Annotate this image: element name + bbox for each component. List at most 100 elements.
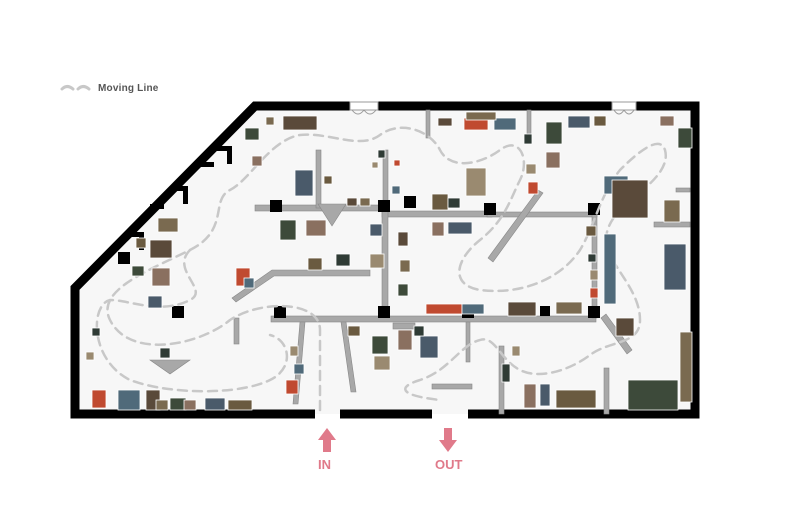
artwork-79 xyxy=(425,303,463,315)
artwork-30 xyxy=(117,389,141,411)
partition-right-upper xyxy=(486,211,598,218)
wall-top-left xyxy=(70,101,350,419)
artwork-11 xyxy=(346,197,358,207)
artwork-15 xyxy=(369,223,383,237)
artwork-41 xyxy=(397,231,409,247)
in-label: IN xyxy=(318,457,331,472)
artwork-63 xyxy=(677,127,693,149)
dashed-line-icon xyxy=(60,85,91,91)
partition-diagonal-left xyxy=(231,269,371,303)
artwork-27 xyxy=(91,327,101,337)
artwork-46 xyxy=(431,193,449,211)
partition-top-vertical-3 xyxy=(425,109,431,139)
artwork-38 xyxy=(289,345,299,357)
artwork-70 xyxy=(603,233,617,305)
artwork-39 xyxy=(285,379,299,395)
artwork-87 xyxy=(413,325,425,337)
artwork-66 xyxy=(585,225,597,237)
artwork-55 xyxy=(567,115,591,129)
outer-walls xyxy=(70,101,700,419)
artwork-37 xyxy=(159,347,171,359)
out-label: OUT xyxy=(435,457,463,472)
artwork-14 xyxy=(305,219,327,237)
entrance-arrow-in xyxy=(318,428,336,452)
artwork-78 xyxy=(511,345,521,357)
partition-room-stub xyxy=(392,322,416,330)
artwork-22 xyxy=(157,217,179,233)
partition-left-stub xyxy=(233,317,240,345)
artwork-75 xyxy=(539,383,551,407)
artwork-88 xyxy=(373,355,391,371)
partition-mid-diag xyxy=(487,189,544,263)
artwork-84 xyxy=(397,329,413,351)
artwork-57 xyxy=(523,133,533,145)
artwork-6 xyxy=(323,175,333,185)
moving-line-path-west xyxy=(95,248,289,393)
artwork-85 xyxy=(419,335,439,359)
artwork-35 xyxy=(204,397,226,411)
artworks xyxy=(85,111,693,411)
artwork-28 xyxy=(85,351,95,361)
artwork-65 xyxy=(663,243,687,291)
artwork-53 xyxy=(545,121,563,145)
artwork-2 xyxy=(265,116,275,126)
artwork-20 xyxy=(243,277,255,289)
artwork-74 xyxy=(523,383,537,409)
partition-top-vertical-1 xyxy=(315,149,322,209)
artwork-17 xyxy=(335,253,351,267)
artwork-5 xyxy=(294,169,314,197)
partition-right-stub-2 xyxy=(675,187,691,193)
artwork-72 xyxy=(679,331,693,403)
artwork-23 xyxy=(131,265,145,277)
artwork-26 xyxy=(135,237,147,249)
exit-arrow-out xyxy=(439,428,457,452)
artwork-18 xyxy=(369,253,385,269)
partition-top-vertical-2 xyxy=(382,149,389,209)
artwork-36 xyxy=(227,399,253,411)
partition-mid-horizontal xyxy=(381,210,493,218)
artwork-16 xyxy=(307,257,323,271)
artwork-76 xyxy=(555,389,597,409)
artwork-12 xyxy=(359,197,371,207)
artwork-29 xyxy=(91,389,107,409)
artwork-50 xyxy=(493,117,517,131)
artwork-61 xyxy=(611,179,649,219)
artwork-3 xyxy=(244,127,260,141)
artwork-13 xyxy=(279,219,297,241)
artwork-80 xyxy=(461,303,485,315)
artwork-67 xyxy=(587,253,597,263)
artwork-10 xyxy=(391,185,401,195)
partition-lower-3 xyxy=(465,321,471,363)
artwork-45 xyxy=(447,221,473,235)
artwork-56 xyxy=(593,115,607,127)
artwork-32 xyxy=(155,399,169,411)
partition-right-stub xyxy=(653,221,691,228)
artwork-69 xyxy=(589,287,599,299)
artwork-58 xyxy=(525,163,537,175)
artwork-42 xyxy=(399,259,411,273)
artwork-68 xyxy=(589,269,599,281)
artwork-73 xyxy=(627,379,679,411)
partition-triangle-center xyxy=(317,203,347,227)
artwork-71 xyxy=(615,317,635,337)
partition-lower-2 xyxy=(340,321,357,393)
door-top-right xyxy=(611,101,637,111)
artwork-81 xyxy=(507,301,537,317)
artwork-54 xyxy=(545,151,561,169)
artwork-83 xyxy=(371,335,389,355)
artwork-25 xyxy=(147,295,163,309)
partition-lower-5 xyxy=(603,367,610,415)
artwork-40 xyxy=(293,363,305,375)
legend: Moving Line xyxy=(98,83,159,94)
partition-triangle-bottom xyxy=(149,359,191,375)
artwork-86 xyxy=(347,325,361,337)
artwork-21 xyxy=(149,239,173,259)
artwork-43 xyxy=(397,283,409,297)
artwork-7 xyxy=(377,149,386,159)
artwork-48 xyxy=(465,167,487,197)
artwork-52 xyxy=(465,111,497,121)
artwork-34 xyxy=(183,399,197,411)
artwork-1 xyxy=(282,115,318,131)
